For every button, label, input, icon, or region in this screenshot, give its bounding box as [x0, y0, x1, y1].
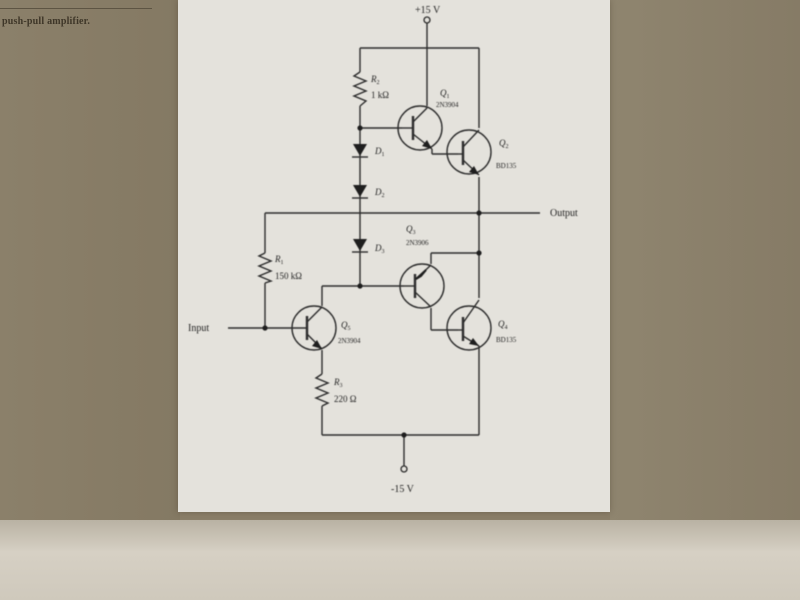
background-left	[0, 0, 180, 540]
diode-letter: D	[374, 146, 382, 156]
circuit-schematic: +15 V -15 V Input Output R2 1 kΩ R1 150 …	[188, 5, 578, 495]
transistor-letter: Q	[440, 88, 447, 98]
transistor-subscript: 2	[506, 144, 509, 150]
transistor-subscript: 3	[413, 230, 416, 236]
diode-d2: D2	[352, 185, 385, 199]
transistor-letter: Q	[499, 138, 506, 148]
svg-text:R1: R1	[274, 254, 284, 266]
transistor-part: BD135	[496, 336, 517, 344]
resistor-value: 220 Ω	[334, 394, 357, 404]
svg-text:Q5: Q5	[341, 320, 351, 332]
wires	[228, 22, 540, 466]
diode-d3: D3	[352, 239, 385, 255]
svg-text:D2: D2	[374, 187, 385, 199]
diode-letter: D	[374, 187, 382, 197]
transistor-q1: Q1 2N3904	[397, 88, 459, 151]
svg-text:Q4: Q4	[498, 319, 508, 331]
transistor-q2: Q2 BD135	[446, 129, 517, 176]
transistor-q4: Q4 BD135	[446, 299, 517, 351]
text-rule	[0, 8, 152, 9]
diode-d1: D1	[352, 144, 385, 158]
caption-fragment: push-pull amplifier.	[2, 16, 91, 27]
diode-letter: D	[374, 243, 382, 253]
diode-subscript: 1	[382, 152, 385, 158]
supply-positive-label: +15 V	[415, 5, 441, 16]
resistor-value: 150 kΩ	[275, 271, 302, 281]
input-label: Input	[188, 323, 209, 334]
transistor-subscript: 4	[505, 325, 508, 331]
transistor-subscript: 1	[447, 94, 450, 100]
svg-text:D1: D1	[374, 146, 385, 158]
svg-text:R3: R3	[333, 377, 343, 389]
transistor-part: 2N3904	[338, 337, 361, 345]
resistor-subscript: 1	[281, 260, 284, 266]
transistor-part: 2N3906	[406, 239, 429, 247]
resistor-subscript: 3	[340, 383, 343, 389]
transistor-part: BD135	[496, 162, 517, 170]
svg-text:Q3: Q3	[406, 224, 416, 236]
resistor-r1: R1 150 kΩ	[257, 252, 302, 284]
background-right	[610, 0, 800, 540]
diode-subscript: 3	[382, 249, 385, 255]
svg-text:Q2: Q2	[499, 138, 509, 150]
resistor-letter: R	[274, 254, 281, 264]
resistor-letter: R	[333, 377, 340, 387]
resistor-letter: R	[370, 74, 377, 84]
transistor-q5: Q5 2N3904	[290, 305, 361, 351]
schematic-page: +15 V -15 V Input Output R2 1 kΩ R1 150 …	[178, 0, 610, 512]
background-bottom	[0, 520, 800, 600]
resistor-subscript: 2	[377, 80, 380, 86]
transistor-q3: Q3 2N3906	[399, 224, 445, 309]
junction-nodes	[262, 16, 482, 473]
svg-text:Q1: Q1	[440, 88, 450, 100]
resistor-value: 1 kΩ	[371, 90, 389, 100]
transistor-part: 2N3904	[436, 101, 459, 109]
transistor-letter: Q	[406, 224, 413, 234]
diode-subscript: 2	[382, 193, 385, 199]
svg-text:R2: R2	[370, 74, 380, 86]
svg-text:D3: D3	[374, 243, 385, 255]
transistor-subscript: 5	[348, 326, 351, 332]
transistor-letter: Q	[341, 320, 348, 330]
resistor-r2: R2 1 kΩ	[352, 71, 389, 107]
resistor-r3: R3 220 Ω	[314, 373, 357, 407]
transistor-letter: Q	[498, 319, 505, 329]
output-label: Output	[550, 208, 578, 219]
supply-negative-label: -15 V	[391, 484, 415, 495]
